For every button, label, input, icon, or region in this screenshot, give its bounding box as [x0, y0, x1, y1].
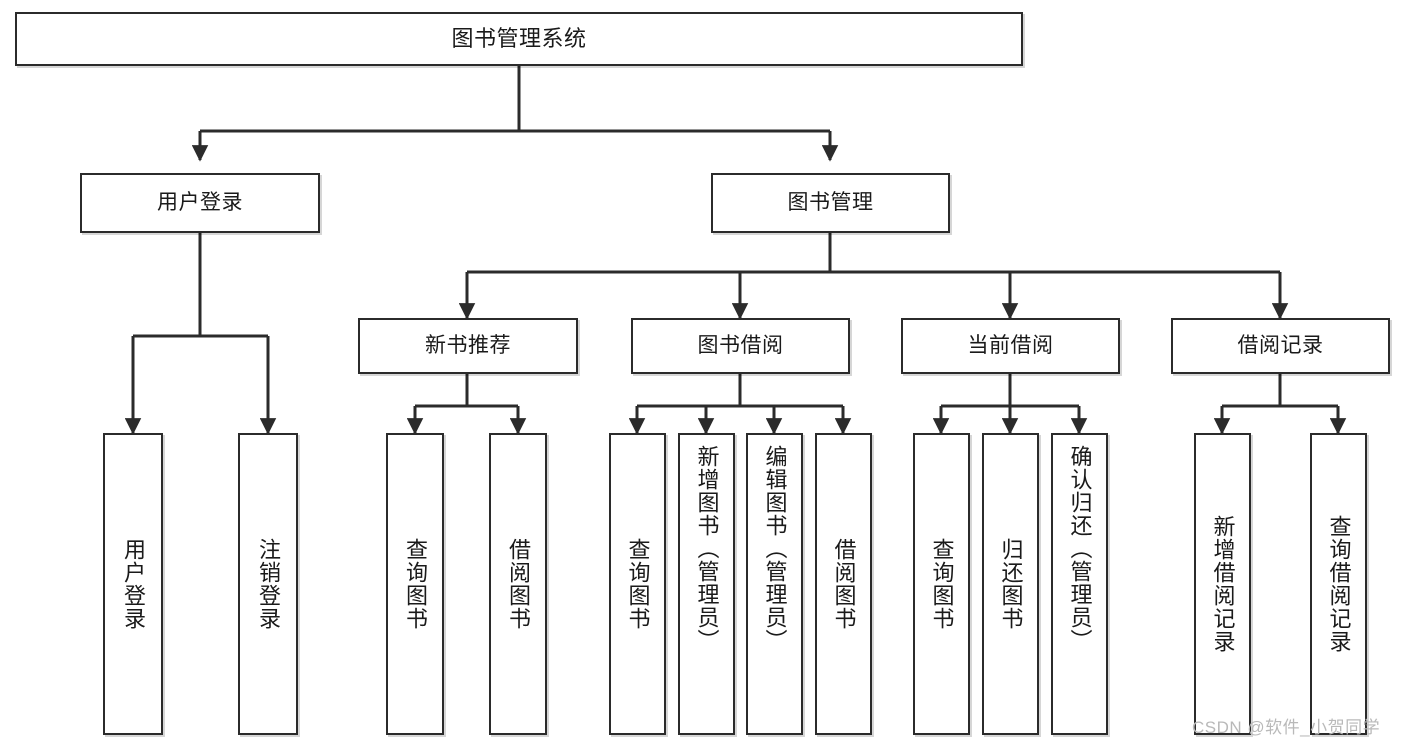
leaf-label: 编辑图书（管理员）	[762, 445, 788, 652]
leaf-user-login-login[interactable]: 用户登录	[103, 433, 163, 735]
leaf-label: 用户登录	[120, 538, 146, 630]
leaf-borrow-borrow-book[interactable]: 借阅图书	[815, 433, 872, 735]
node-book-borrow[interactable]: 图书借阅	[631, 318, 850, 374]
node-book-management-label: 图书管理	[787, 190, 874, 214]
leaf-label: 注销登录	[255, 538, 281, 630]
leaf-record-add-record[interactable]: 新增借阅记录	[1194, 433, 1251, 735]
watermark: CSDN @软件_小贺同学	[1192, 718, 1381, 737]
node-new-book-recommend-label: 新书推荐	[425, 333, 511, 357]
leaf-borrow-edit-book-admin[interactable]: 编辑图书（管理员）	[746, 433, 803, 735]
node-borrow-record-label: 借阅记录	[1237, 333, 1324, 357]
leaf-label: 归还图书	[998, 538, 1024, 630]
leaf-new-book-query[interactable]: 查询图书	[386, 433, 444, 735]
node-current-borrow[interactable]: 当前借阅	[901, 318, 1120, 374]
node-root[interactable]: 图书管理系统	[15, 12, 1023, 66]
leaf-label: 查询图书	[402, 538, 428, 630]
leaf-new-book-borrow[interactable]: 借阅图书	[489, 433, 547, 735]
leaf-label: 查询借阅记录	[1326, 515, 1352, 653]
leaf-borrow-add-book-admin[interactable]: 新增图书（管理员）	[678, 433, 735, 735]
leaf-label: 新增图书（管理员）	[694, 445, 720, 652]
leaf-record-query-record[interactable]: 查询借阅记录	[1310, 433, 1367, 735]
leaf-label: 借阅图书	[505, 538, 531, 630]
leaf-current-return-book[interactable]: 归还图书	[982, 433, 1039, 735]
node-borrow-record[interactable]: 借阅记录	[1171, 318, 1390, 374]
leaf-label: 确认归还（管理员）	[1067, 445, 1093, 652]
leaf-user-login-logout[interactable]: 注销登录	[238, 433, 298, 735]
node-user-login-label: 用户登录	[157, 190, 243, 214]
leaf-borrow-query-book[interactable]: 查询图书	[609, 433, 666, 735]
node-user-login[interactable]: 用户登录	[80, 173, 320, 233]
leaf-current-query-book[interactable]: 查询图书	[913, 433, 970, 735]
leaf-label: 查询图书	[929, 538, 955, 630]
node-book-management[interactable]: 图书管理	[711, 173, 950, 233]
node-current-borrow-label: 当前借阅	[967, 333, 1054, 357]
leaf-current-confirm-return-admin[interactable]: 确认归还（管理员）	[1051, 433, 1108, 735]
leaf-label: 新增借阅记录	[1210, 515, 1236, 653]
node-book-borrow-label: 图书借阅	[697, 333, 784, 357]
leaf-label: 借阅图书	[831, 538, 857, 630]
node-new-book-recommend[interactable]: 新书推荐	[358, 318, 578, 374]
node-root-label: 图书管理系统	[451, 26, 587, 52]
leaf-label: 查询图书	[625, 538, 651, 630]
